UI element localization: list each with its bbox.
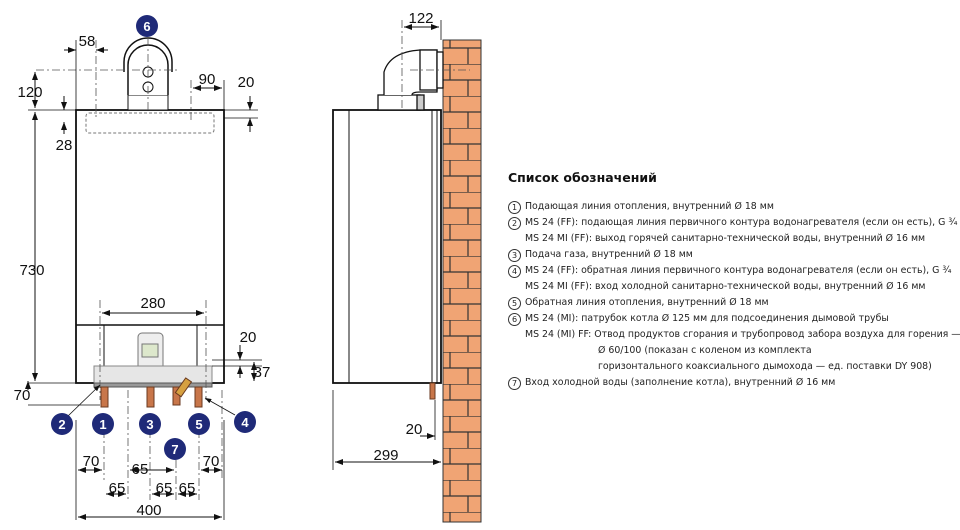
front-dimension-labels: 58 120 28 90 20 730 280 20 37 70 70 65 7… — [14, 33, 271, 519]
connection-bar — [93, 365, 213, 384]
dim-280: 280 — [140, 295, 165, 312]
legend-number: 4 — [508, 265, 521, 278]
dim-37: 37 — [254, 364, 271, 381]
svg-text:7: 7 — [171, 442, 178, 457]
dim-65-b: 65 — [156, 480, 173, 497]
legend-number: 7 — [508, 377, 521, 390]
dim-122: 122 — [408, 10, 433, 27]
dim-70-bottom-right: 70 — [203, 453, 220, 470]
dim-65-c: 65 — [179, 480, 196, 497]
dim-58: 58 — [79, 33, 96, 50]
front-view — [25, 37, 262, 520]
legend-title: Список обозначений — [508, 170, 657, 185]
brick-wall — [442, 39, 482, 523]
dim-90: 90 — [199, 71, 216, 88]
svg-text:2: 2 — [58, 417, 65, 432]
connection-badges: 6 2 1 3 7 5 4 — [51, 15, 256, 460]
dim-730: 730 — [19, 262, 44, 279]
dim-20-top: 20 — [238, 74, 255, 91]
legend-number: 6 — [508, 313, 521, 326]
badge-7: 7 — [164, 438, 186, 460]
side-dimension-labels: 122 20 299 — [373, 10, 433, 464]
badge-1: 1 — [92, 413, 114, 435]
svg-text:5: 5 — [195, 417, 202, 432]
dim-65-a: 65 — [109, 480, 126, 497]
svg-text:6: 6 — [143, 19, 150, 34]
badge-5: 5 — [188, 413, 210, 435]
boiler-body-side — [332, 109, 442, 384]
legend-number: 3 — [508, 249, 521, 262]
badge-4: 4 — [234, 411, 256, 433]
dim-400: 400 — [136, 502, 161, 519]
dim-70-bottom-left: 70 — [83, 453, 100, 470]
svg-text:1: 1 — [99, 417, 106, 432]
badge-2: 2 — [51, 413, 73, 435]
legend-number: 1 — [508, 201, 521, 214]
badge-6: 6 — [136, 15, 158, 37]
dim-20-right: 20 — [240, 329, 257, 346]
svg-text:4: 4 — [241, 415, 249, 430]
dim-20-side: 20 — [406, 421, 423, 438]
badge-3: 3 — [139, 413, 161, 435]
copper-pipes — [100, 377, 203, 408]
flue-elbow — [377, 49, 444, 111]
side-view — [332, 20, 482, 523]
dim-65-center: 65 — [132, 461, 149, 478]
dim-70-left: 70 — [14, 387, 31, 404]
legend-number: 2 — [508, 217, 521, 230]
dim-299: 299 — [373, 447, 398, 464]
dim-28: 28 — [56, 137, 73, 154]
dim-120: 120 — [17, 84, 42, 101]
legend-number: 5 — [508, 297, 521, 310]
svg-text:3: 3 — [146, 417, 153, 432]
